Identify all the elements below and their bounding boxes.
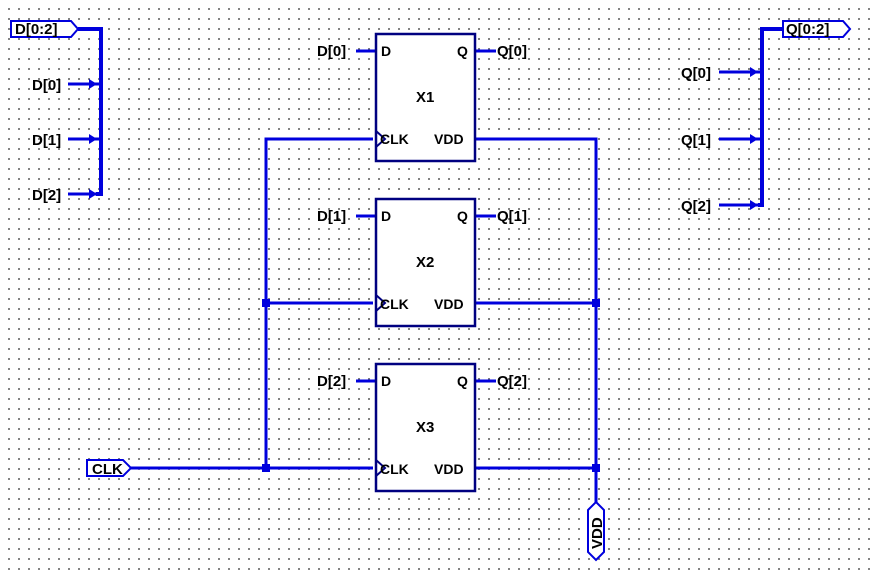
x2-pin-clk: CLK — [380, 296, 409, 312]
vdd-port-flag[interactable] — [587, 500, 605, 562]
clk-junction-dot — [262, 299, 270, 307]
x1-pin-d: D — [381, 43, 391, 59]
x3-net-q-label: Q[2] — [497, 373, 527, 390]
d2-tap-label: D[2] — [32, 187, 61, 204]
d-bus-group: D[0:2] D[0] D[1] D[2] — [10, 20, 103, 204]
x1-pin-clk: CLK — [380, 131, 409, 147]
x3-pin-clk: CLK — [380, 461, 409, 477]
vdd-trunk-wire — [476, 137, 598, 502]
q-bus-group: Q[0:2] Q[0] Q[1] Q[2] — [681, 20, 852, 215]
clk-port-flag[interactable] — [86, 459, 133, 477]
d-bus-port-label: D[0:2] — [15, 21, 58, 38]
q-bus-port-label: Q[0:2] — [786, 21, 829, 38]
q0-tap-label: Q[0] — [681, 65, 711, 82]
d-bus-port-flag[interactable] — [10, 20, 80, 38]
q1-tap-arrow — [750, 134, 758, 144]
x2-pin-d: D — [381, 208, 391, 224]
x2-clock-triangle-icon — [375, 294, 387, 312]
x3-pin-vdd: VDD — [434, 461, 464, 477]
d1-tap-arrow — [89, 134, 97, 144]
x2-ref-label: X2 — [416, 254, 434, 271]
d1-tap-label: D[1] — [32, 132, 61, 149]
x1-clock-triangle-icon — [375, 130, 387, 148]
flipflop-x2[interactable]: D Q CLK VDD X2 D[1] Q[1] — [317, 197, 527, 328]
x1-net-d-label: D[0] — [317, 43, 346, 60]
x3-pin-q: Q — [457, 373, 468, 389]
x1-body — [374, 32, 477, 163]
q2-tap-label: Q[2] — [681, 198, 711, 215]
vdd-junction-dot — [592, 464, 600, 472]
clk-trunk-wire — [264, 137, 373, 468]
d2-tap-arrow — [89, 189, 97, 199]
flipflop-x3[interactable]: D Q CLK VDD X3 D[2] Q[2] — [317, 362, 527, 493]
x1-net-q-label: Q[0] — [497, 43, 527, 60]
x3-clock-triangle-icon — [375, 459, 387, 477]
vdd-net: VDD — [476, 137, 606, 562]
x2-net-d-label: D[1] — [317, 208, 346, 225]
clk-junction-dot — [262, 464, 270, 472]
x1-ref-label: X1 — [416, 89, 434, 106]
q1-tap-label: Q[1] — [681, 132, 711, 149]
flipflop-x1[interactable]: D Q CLK VDD X1 D[0] Q[0] — [317, 32, 527, 163]
x3-pin-d: D — [381, 373, 391, 389]
d0-tap-arrow — [89, 79, 97, 89]
x2-net-q-label: Q[1] — [497, 208, 527, 225]
q-bus-line — [758, 27, 783, 207]
q-bus-port-flag[interactable] — [782, 20, 852, 38]
x3-net-d-label: D[2] — [317, 373, 346, 390]
x1-pin-q: Q — [457, 43, 468, 59]
x2-pin-vdd: VDD — [434, 296, 464, 312]
clk-port-label: CLK — [92, 461, 123, 478]
x2-pin-q: Q — [457, 208, 468, 224]
x3-ref-label: X3 — [416, 419, 434, 436]
q2-tap-arrow — [750, 200, 758, 210]
vdd-junction-dot — [592, 299, 600, 307]
d-bus-line — [78, 27, 103, 196]
x2-body — [374, 197, 477, 328]
q0-tap-arrow — [750, 67, 758, 77]
x3-body — [374, 362, 477, 493]
vdd-port-label: VDD — [589, 517, 606, 549]
d0-tap-label: D[0] — [32, 77, 61, 94]
clock-net: CLK — [86, 137, 373, 478]
x1-pin-vdd: VDD — [434, 131, 464, 147]
